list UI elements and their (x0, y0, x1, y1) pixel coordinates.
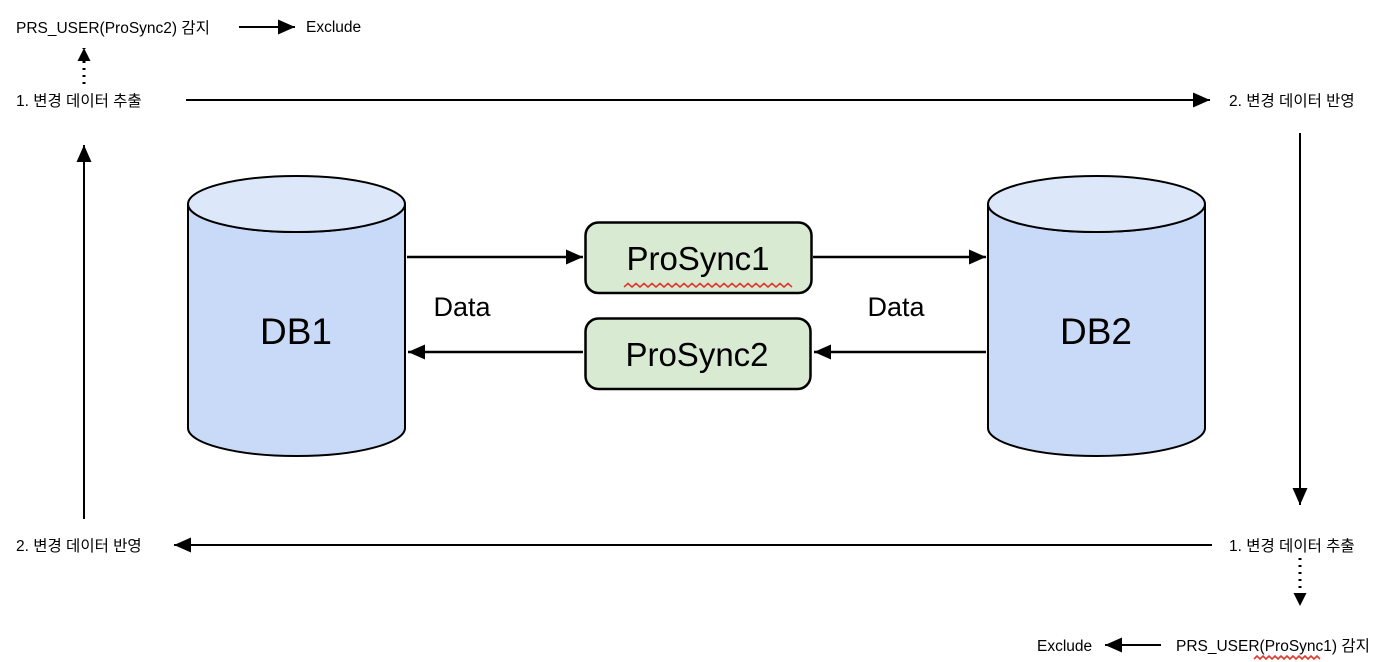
prosync2-label: ProSync2 (625, 336, 768, 373)
db2-cylinder-top (987, 175, 1206, 233)
top-left-step-label: 1. 변경 데이터 추출 (16, 92, 142, 110)
db1-cylinder-top (187, 175, 406, 233)
bottom-right-detect-label: PRS_USER(ProSync1) 감지 (1176, 637, 1370, 655)
prosync1-label: ProSync1 (626, 240, 769, 277)
data-label-right: Data (867, 292, 925, 322)
top-left-detect-label: PRS_USER(ProSync2) 감지 (16, 19, 210, 37)
bottom-detect-spellcheck-underline (1253, 654, 1321, 661)
prosync1-spellcheck-underline (623, 282, 793, 289)
prosync2-node: ProSync2 (584, 317, 812, 391)
data-label-left: Data (433, 292, 491, 322)
top-left-exclude-label: Exclude (306, 19, 361, 36)
db2-label: DB2 (1060, 311, 1132, 352)
db1-label: DB1 (260, 311, 332, 352)
top-right-step-label: 2. 변경 데이터 반영 (1229, 92, 1355, 110)
prosync1-box (584, 221, 813, 295)
prosync2-box (584, 317, 812, 391)
bottom-left-step-label: 2. 변경 데이터 반영 (16, 537, 142, 555)
bottom-exclude-label: Exclude (1037, 638, 1092, 655)
db1-node: DB1 (187, 175, 406, 457)
bottom-right-step-label: 1. 변경 데이터 추출 (1229, 537, 1355, 555)
prosync1-node: ProSync1 (584, 221, 813, 295)
db2-node: DB2 (987, 175, 1206, 457)
